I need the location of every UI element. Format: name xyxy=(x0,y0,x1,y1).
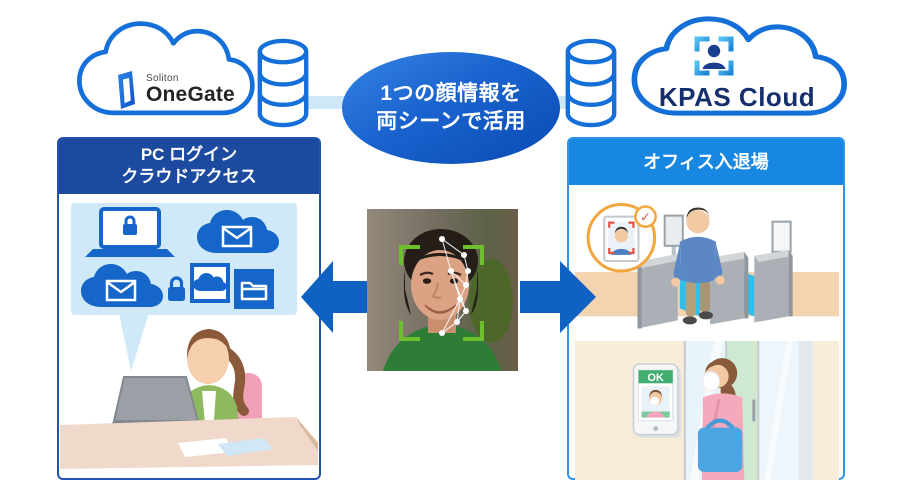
face xyxy=(411,250,469,320)
gate-body xyxy=(754,249,793,323)
smile xyxy=(424,304,457,314)
folder-app-icon xyxy=(234,269,274,309)
hair xyxy=(186,329,232,361)
cloud-mail-icon xyxy=(81,264,163,307)
check-mark: ✓ xyxy=(640,210,651,225)
check-circle-icon xyxy=(634,205,657,228)
shirt xyxy=(383,325,501,371)
face-mask xyxy=(701,371,721,392)
face-photo xyxy=(367,209,518,371)
database-icon xyxy=(254,38,312,130)
paper-blue xyxy=(218,438,273,456)
home-button xyxy=(653,426,659,432)
paper xyxy=(178,438,233,457)
face-scan-icon xyxy=(694,36,734,76)
face-terminal: OK xyxy=(632,363,681,438)
pc-login-panel: PC ログイン クラウドアクセス xyxy=(57,137,321,480)
head xyxy=(187,334,229,384)
face-detection-frame xyxy=(399,245,484,341)
face-mesh-overlay xyxy=(439,236,471,336)
panel-title-line2: クラウドアクセス xyxy=(121,166,257,186)
lock-icon xyxy=(168,276,185,301)
kpas-brand: KPAS Cloud xyxy=(658,82,816,112)
cloud-mail-icon xyxy=(197,210,279,253)
terminal-photo xyxy=(641,386,670,418)
office-entry-panel: オフィス入退場 xyxy=(567,137,845,480)
kpas-cloud xyxy=(623,8,851,132)
entering-woman xyxy=(697,358,745,480)
headline-line1: 1つの顔情報を xyxy=(380,81,522,105)
pc-login-panel-title: PC ログイン クラウドアクセス xyxy=(59,139,319,194)
bubble-tail xyxy=(115,313,155,371)
arrow-right-icon xyxy=(520,261,596,333)
headline-ellipse: 1つの顔情報を 両シーンで活用 xyxy=(342,52,560,164)
cloud-app-icon xyxy=(190,263,230,303)
office-entry-panel-title: オフィス入退場 xyxy=(569,139,843,185)
onegate-brand: Soliton OneGate xyxy=(146,72,235,107)
database-icon xyxy=(562,38,620,130)
ok-banner xyxy=(638,370,673,384)
ponytail xyxy=(223,348,249,416)
laptop-lock-icon xyxy=(85,207,175,257)
scan-brackets-icon xyxy=(608,221,635,255)
gate-body xyxy=(637,253,682,329)
services-bubble xyxy=(71,203,297,315)
arrow-left-icon xyxy=(301,261,369,333)
ok-label: OK xyxy=(647,372,664,384)
walking-man xyxy=(671,207,725,325)
tote-bag xyxy=(697,427,743,472)
panel-title-line1: PC ログイン xyxy=(140,145,238,164)
onegate-brand-large: OneGate xyxy=(146,83,235,107)
onegate-logo: Soliton OneGate xyxy=(112,66,242,114)
onegate-gate-icon xyxy=(118,71,135,109)
gate-walkthrough-illustration: ✓ xyxy=(575,195,839,339)
face-verified-badge: ✓ xyxy=(586,203,657,273)
headline-line2: 両シーンで活用 xyxy=(376,110,526,133)
bag-handle xyxy=(704,418,736,431)
onegate-brand-small: Soliton xyxy=(146,72,179,84)
cloud-icon xyxy=(631,16,848,116)
door-entry-illustration: OK xyxy=(575,341,839,480)
pc-user-illustration xyxy=(60,315,318,477)
